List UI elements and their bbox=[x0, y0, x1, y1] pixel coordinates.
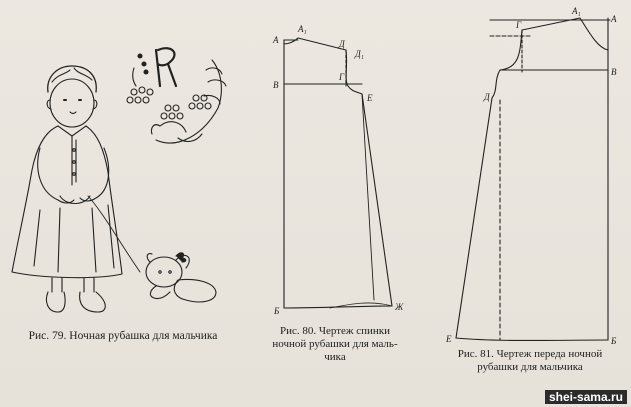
fig81-labels: А А₁ Г В Д Е Б bbox=[445, 6, 617, 346]
label-a: А bbox=[610, 14, 617, 24]
fig80-caption-line: Рис. 80. Чертеж спинки bbox=[279, 325, 391, 337]
fig81-caption: Рис. 81. Чертеж переда ночной рубашки дл… bbox=[440, 348, 620, 374]
monogram-embroidery bbox=[126, 47, 227, 144]
label-v: В bbox=[273, 80, 279, 90]
boy-illustration bbox=[11, 65, 141, 313]
fig80-caption-line: ночной рубашки для маль- bbox=[272, 338, 398, 350]
label-e: Е bbox=[366, 93, 373, 103]
label-zh: Ж bbox=[394, 302, 404, 312]
front-pattern-draft bbox=[455, 17, 611, 342]
label-g: Г bbox=[515, 20, 522, 30]
fig80-caption: Рис. 80. Чертеж спинки ночной рубашки дл… bbox=[254, 325, 416, 364]
label-d: Д bbox=[483, 92, 491, 102]
fig80-caption-line: чика bbox=[324, 351, 346, 363]
label-a1: А₁ bbox=[571, 6, 581, 16]
label-b: Б bbox=[273, 306, 280, 316]
back-pattern-draft bbox=[283, 37, 393, 309]
label-v: В bbox=[611, 67, 617, 77]
label-a1: А₁ bbox=[297, 24, 307, 34]
label-d: Д bbox=[338, 39, 346, 49]
label-g: Г bbox=[338, 72, 345, 82]
label-e: Е bbox=[445, 334, 452, 344]
label-a: А bbox=[272, 35, 279, 45]
fig79-caption-text: Рис. 79. Ночная рубашка для мальчика bbox=[28, 330, 218, 342]
fig81-caption-line: рубашки для мальчика bbox=[477, 361, 583, 373]
fig79-caption: Рис. 79. Ночная рубашка для мальчика bbox=[0, 330, 246, 343]
label-d1: Д₁ bbox=[354, 49, 364, 59]
site-watermark: shei-sama.ru bbox=[544, 390, 627, 404]
dog-illustration bbox=[145, 252, 217, 303]
label-b: Б bbox=[610, 336, 617, 346]
fig81-caption-line: Рис. 81. Чертеж переда ночной bbox=[457, 348, 603, 360]
fig80-labels: А А₁ Д Д₁ В Г Е Б Ж bbox=[272, 24, 404, 316]
